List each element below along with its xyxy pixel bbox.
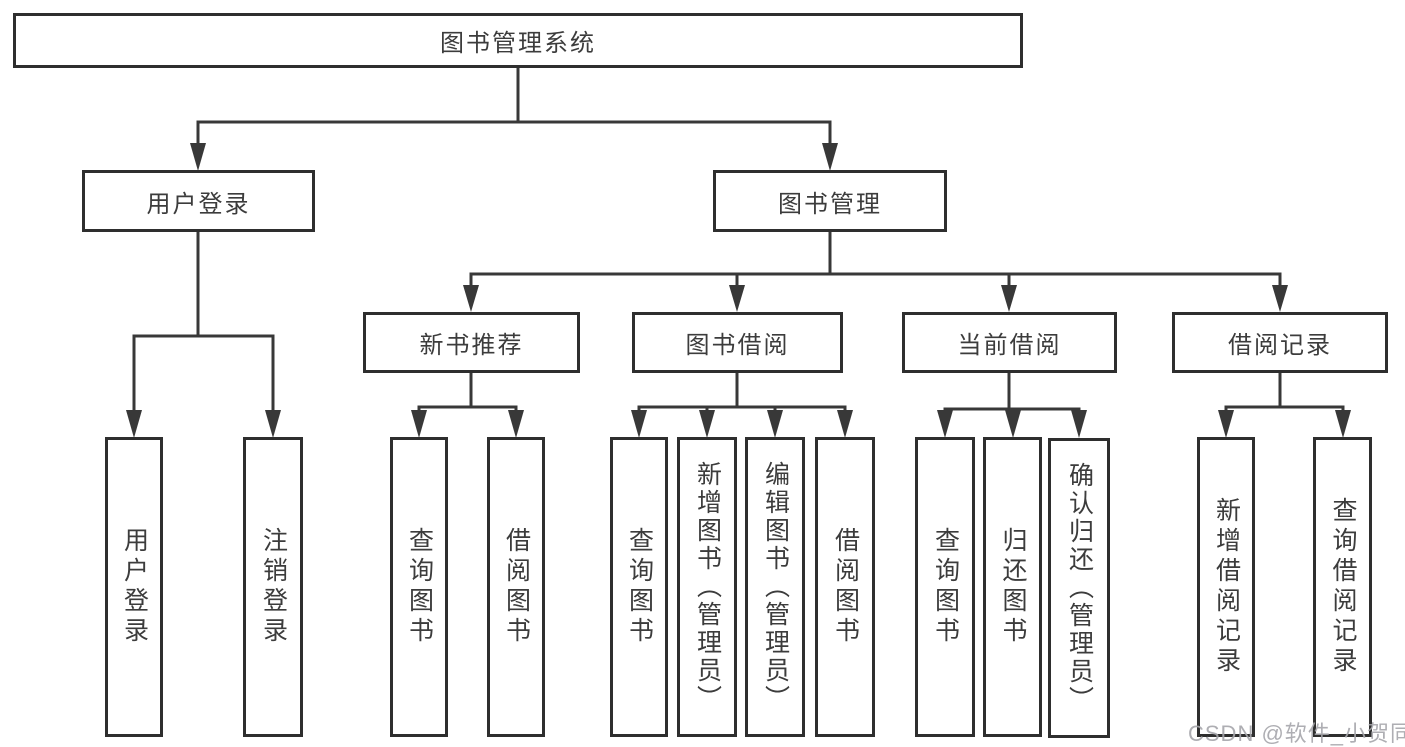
leaf-logout-label: 注销登录 <box>259 527 288 647</box>
node-user-login: 用户登录 <box>82 170 315 232</box>
leaf-query-books-recommend-label: 查询图书 <box>405 527 434 647</box>
leaf-edit-book-admin: 编辑图书（管理员） <box>745 437 805 737</box>
leaf-add-book-admin-label: 新增图书（管理员） <box>693 461 722 713</box>
node-current-borrow-label: 当前借阅 <box>957 332 1062 359</box>
leaf-query-borrow-record-label: 查询借阅记录 <box>1329 497 1357 677</box>
leaf-user-login: 用户登录 <box>105 437 163 737</box>
leaf-query-books-borrow-label: 查询图书 <box>625 527 654 647</box>
node-book-borrow: 图书借阅 <box>632 312 843 373</box>
leaf-return-book-label: 归还图书 <box>999 527 1027 647</box>
leaf-return-book: 归还图书 <box>983 437 1042 737</box>
leaf-borrow-books-recommend: 借阅图书 <box>487 437 545 737</box>
leaf-edit-book-admin-label: 编辑图书（管理员） <box>761 461 790 713</box>
node-library-system-label: 图书管理系统 <box>440 30 596 57</box>
node-user-login-label: 用户登录 <box>146 190 251 218</box>
node-book-management: 图书管理 <box>713 170 947 232</box>
leaf-query-books-current: 查询图书 <box>915 437 975 737</box>
node-borrow-records: 借阅记录 <box>1172 312 1388 373</box>
node-book-borrow-label: 图书借阅 <box>685 332 790 359</box>
node-new-book-recommend: 新书推荐 <box>363 312 580 373</box>
node-library-system: 图书管理系统 <box>13 13 1023 68</box>
leaf-user-login-label: 用户登录 <box>120 527 149 647</box>
node-current-borrow: 当前借阅 <box>902 312 1117 373</box>
node-new-book-recommend-label: 新书推荐 <box>419 332 524 359</box>
node-book-management-label: 图书管理 <box>778 190 882 218</box>
leaf-borrow-books-label: 借阅图书 <box>831 527 860 647</box>
watermark: CSDN @软件_小贺同学 <box>1188 721 1405 746</box>
leaf-query-borrow-record: 查询借阅记录 <box>1313 437 1372 737</box>
leaf-borrow-books-recommend-label: 借阅图书 <box>502 527 531 647</box>
leaf-add-borrow-record-label: 新增借阅记录 <box>1212 497 1241 677</box>
leaf-confirm-return-admin: 确认归还（管理员） <box>1048 438 1110 738</box>
leaf-query-books-borrow: 查询图书 <box>610 437 668 737</box>
leaf-borrow-books: 借阅图书 <box>815 437 875 737</box>
leaf-confirm-return-admin-label: 确认归还（管理员） <box>1065 462 1094 714</box>
leaf-query-books-current-label: 查询图书 <box>931 527 960 647</box>
leaf-query-books-recommend: 查询图书 <box>390 437 448 737</box>
leaf-logout: 注销登录 <box>243 437 303 737</box>
node-borrow-records-label: 借阅记录 <box>1228 332 1332 359</box>
leaf-add-borrow-record: 新增借阅记录 <box>1197 437 1255 737</box>
leaf-add-book-admin: 新增图书（管理员） <box>677 437 737 737</box>
